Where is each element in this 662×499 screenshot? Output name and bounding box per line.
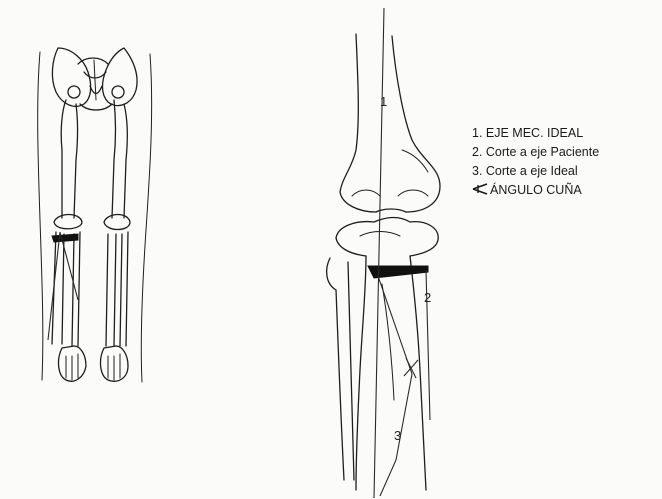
axis-2-label: 2 — [424, 290, 431, 305]
axis-1-line — [374, 8, 384, 498]
axis-crossing-mark — [404, 358, 418, 378]
legend-item-eje-mec-ideal: 1. EJE MEC. IDEAL — [472, 124, 657, 143]
femur — [340, 34, 440, 212]
legend-item-corte-eje-ideal: 3. Corte a eje Ideal — [472, 162, 657, 181]
osteotomy-wedge — [368, 266, 428, 278]
wedge-angle-icon — [472, 183, 488, 195]
axis-1-label: 1 — [380, 94, 387, 109]
legend-item-angulo-cuna: ÁNGULO CUÑA — [472, 181, 657, 200]
fibula — [327, 258, 354, 480]
legend: 1. EJE MEC. IDEAL 2. Corte a eje Pacient… — [472, 124, 657, 200]
tibia — [336, 218, 438, 491]
legend-item-corte-eje-paciente: 2. Corte a eje Paciente — [472, 143, 657, 162]
legend-item-angulo-cuna-label: ÁNGULO CUÑA — [490, 183, 582, 197]
axis-3-label: 3 — [394, 428, 401, 443]
